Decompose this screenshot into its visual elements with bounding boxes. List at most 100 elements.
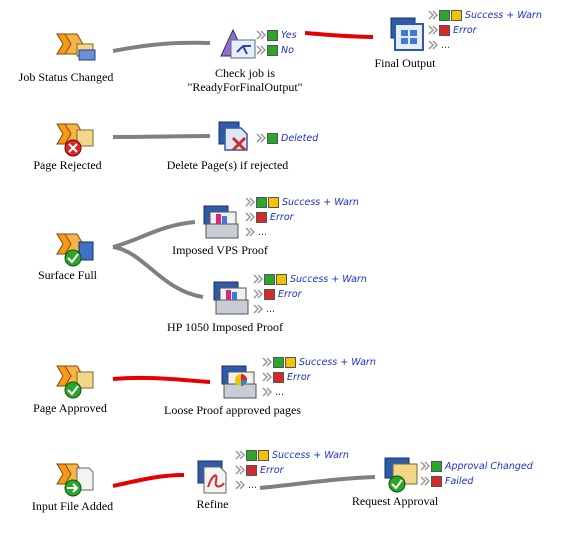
warning-icon [276, 273, 287, 285]
proof-printer-icon [203, 205, 239, 239]
check-icon [267, 29, 278, 41]
loose-proof-label: Loose Proof approved pages [164, 403, 301, 417]
chevron-right-icon [256, 30, 266, 40]
warning-icon [451, 9, 462, 21]
outlet-more[interactable]: ... [235, 478, 257, 492]
error-icon [431, 475, 442, 487]
orange-trigger-with-folder-icon [56, 33, 96, 61]
outlet-more-label: ... [266, 303, 276, 315]
orange-trigger-with-reject-icon [56, 123, 94, 157]
outlet-success-warn-label: Success + Warn [282, 196, 359, 208]
outlet-success-warn[interactable]: Success + Warn [235, 448, 349, 462]
request-approval-node[interactable] [381, 456, 423, 496]
wire-refine-more-to-request-approval [259, 475, 376, 490]
final-output-label: Final Output [374, 56, 436, 70]
error-icon [264, 288, 275, 300]
chevron-right-icon [428, 25, 438, 35]
imposed-vps-proof-node[interactable] [200, 204, 240, 242]
outlet-error-label: Error [260, 464, 284, 476]
orange-trigger-with-approve-icon [56, 233, 94, 267]
error-icon [256, 211, 267, 223]
chevron-right-icon [253, 274, 263, 284]
orange-trigger-with-approve-icon [56, 365, 94, 399]
warning-icon [285, 356, 296, 368]
check-icon [267, 44, 278, 56]
outlet-approval-changed-label: Approval Changed [445, 460, 533, 472]
outlet-success-warn[interactable]: Success + Warn [253, 272, 367, 286]
outlet-more-label: ... [248, 479, 258, 491]
outlet-no[interactable]: No [256, 43, 294, 57]
loose-proof-node[interactable] [218, 364, 258, 402]
outlet-success-warn[interactable]: Success + Warn [245, 195, 359, 209]
outlet-success-warn[interactable]: Success + Warn [428, 8, 542, 22]
chevron-right-icon [253, 289, 263, 299]
chevron-right-icon [262, 357, 272, 367]
page-approved-node[interactable] [55, 362, 97, 402]
check-icon [246, 449, 257, 461]
outlet-deleted-label: Deleted [281, 132, 319, 144]
outlet-success-warn-label: Success + Warn [290, 273, 367, 285]
check-icon [431, 460, 442, 472]
outlet-success-warn-label: Success + Warn [299, 356, 376, 368]
outlet-yes-label: Yes [281, 29, 297, 41]
check-job-label-line2: "ReadyForFinalOutput" [187, 80, 303, 94]
page-rejected-node[interactable] [55, 120, 97, 158]
input-file-added-label: Input File Added [31, 499, 114, 513]
chevron-right-icon [235, 465, 245, 475]
job-status-changed-label: Job Status Changed [18, 70, 114, 84]
hp-1050-proof-node[interactable] [210, 280, 250, 318]
outlet-error[interactable]: Error [253, 287, 302, 301]
proof-printer-icon [213, 281, 249, 315]
wire-check-job-yes-to-final-output [304, 31, 374, 39]
chevron-right-icon [428, 40, 438, 50]
chevron-right-icon [428, 10, 438, 20]
blue-window-output-icon [390, 17, 424, 51]
warning-icon [258, 449, 269, 461]
outlet-more[interactable]: ... [262, 385, 284, 399]
page-approved-label: Page Approved [33, 401, 107, 415]
outlet-more-label: ... [258, 226, 268, 238]
outlet-more[interactable]: ... [245, 225, 267, 239]
outlet-more-label: ... [275, 386, 285, 398]
outlet-deleted[interactable]: Deleted [256, 131, 318, 145]
wire-page-approved-to-loose-proof [112, 375, 211, 384]
refine-node[interactable] [194, 459, 234, 497]
surface-full-node[interactable] [55, 230, 97, 270]
chevron-right-icon [235, 480, 245, 490]
outlet-error-label: Error [287, 371, 311, 383]
outlet-error[interactable]: Error [235, 463, 284, 477]
outlet-failed-label: Failed [445, 475, 474, 487]
check-icon [256, 196, 267, 208]
chevron-right-icon [253, 304, 263, 314]
outlet-failed[interactable]: Failed [420, 474, 473, 488]
delete-pages-node[interactable] [215, 118, 255, 156]
chevron-right-icon [420, 476, 430, 486]
job-status-changed-node[interactable] [55, 30, 97, 68]
outlet-error[interactable]: Error [428, 23, 477, 37]
warning-icon [268, 196, 279, 208]
outlet-more[interactable]: ... [253, 302, 275, 316]
outlet-error[interactable]: Error [262, 370, 311, 384]
chevron-right-icon [235, 450, 245, 460]
outlet-more[interactable]: ... [428, 38, 450, 52]
imposed-vps-proof-label: Imposed VPS Proof [172, 243, 268, 257]
chevron-right-icon [420, 461, 430, 471]
final-output-node[interactable] [387, 16, 425, 54]
outlet-error[interactable]: Error [245, 210, 294, 224]
hp-1050-proof-label: HP 1050 Imposed Proof [167, 320, 283, 334]
check-icon [267, 132, 278, 144]
outlet-no-label: No [281, 44, 294, 56]
request-approval-icon [384, 457, 418, 493]
check-icon [439, 9, 450, 21]
wire-input-file-to-refine [112, 473, 185, 488]
chevron-right-icon [262, 372, 272, 382]
input-file-added-node[interactable] [55, 460, 97, 500]
check-job-label: Check job is "ReadyForFinalOutput" [170, 66, 320, 94]
outlet-more-label: ... [441, 39, 451, 51]
outlet-yes[interactable]: Yes [256, 28, 297, 42]
check-job-node[interactable] [215, 26, 259, 62]
outlet-success-warn[interactable]: Success + Warn [262, 355, 376, 369]
outlet-approval-changed[interactable]: Approval Changed [420, 459, 533, 473]
outlet-success-warn-label: Success + Warn [465, 9, 542, 21]
